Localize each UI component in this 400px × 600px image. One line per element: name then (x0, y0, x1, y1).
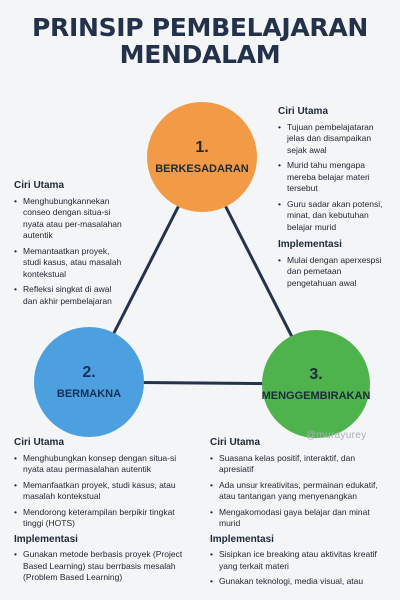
title-line-2: MENDALAM (119, 40, 281, 69)
list-item: Gunakan metode berbasis proyek (Project … (14, 549, 194, 584)
node-label: BERMAKNA (56, 388, 122, 400)
bullet-list: Mulai dengan aperxespsi dan pemetaan pen… (278, 255, 393, 290)
list-item: Memanfaatkan proyek, studi kasus, atau m… (14, 480, 194, 503)
section-heading: Ciri Utama (278, 106, 329, 117)
node-menggembirakan: 3. MENGGEMBIRAKAN (262, 330, 370, 438)
title-line-1: PRINSIP PEMBELAJARAN (32, 13, 368, 42)
node-label: MENGGEMBIRAKAN (261, 390, 371, 402)
section-heading: Ciri Utama (14, 437, 65, 448)
bullet-list: Menghubungkan konsep dengan situa-si nya… (14, 453, 194, 530)
section-heading: Ciri Utama (14, 180, 65, 191)
section-heading: Implementasi (14, 533, 78, 545)
berkesadaran-details: Ciri Utama Tujuan pembelajataran jelas d… (278, 106, 393, 293)
node-number: 3. (309, 366, 323, 383)
section-heading: Ciri Utama (210, 437, 261, 448)
section-heading: Implementasi (278, 239, 342, 250)
menggembirakan-details: Ciri Utama Suasana kelas positif, intera… (210, 437, 390, 592)
list-item: Suasana kelas positif, interaktif, dan a… (210, 453, 390, 476)
list-item: Tujuan pembelajataran jelas dan disampai… (278, 122, 393, 157)
list-item: Mulai dengan aperxespsi dan pemetaan pen… (278, 255, 393, 290)
bullet-list: Gunakan metode berbasis proyek (Project … (14, 549, 194, 584)
list-item: Sisipkan ice breaking atau aktivitas kre… (210, 549, 390, 572)
list-item: Menghubungkannekan conseo dengan situa-s… (14, 196, 122, 242)
list-item: Refleksi singkat di awal dan akhir pembe… (14, 284, 122, 307)
watermark: @murayurey (306, 430, 367, 441)
list-item: Mengakomodasi gaya belajar dan minat mur… (210, 507, 390, 530)
bermakna-details: Ciri Utama Menghubungkan konsep dengan s… (14, 437, 194, 588)
list-item: Gunakan teknologi, media visual, atau (210, 576, 390, 588)
node-number: 2. (82, 364, 96, 381)
list-item: Memantaatkan proyek, studi kasus, atau m… (14, 246, 122, 281)
node-number: 1. (195, 139, 209, 156)
node-label: BERKESADARAN (155, 163, 249, 175)
bullet-list: Tujuan pembelajataran jelas dan disampai… (278, 122, 393, 234)
bullet-list: Suasana kelas positif, interaktif, dan a… (210, 453, 390, 530)
bullet-list: Sisipkan ice breaking atau aktivitas kre… (210, 549, 390, 588)
section-heading: Implementasi (210, 533, 274, 545)
list-item: Menghubungkan konsep dengan situa-si nya… (14, 453, 194, 476)
list-item: Murid tahu mengapa mereba belajar materi… (278, 160, 393, 195)
bullet-list: Menghubungkannekan conseo dengan situa-s… (14, 196, 122, 308)
left-side-details: Ciri Utama Menghubungkannekan conseo den… (14, 180, 122, 311)
list-item: Guru sadar akan potensi, minat, dan kebu… (278, 199, 393, 234)
node-berkesadaran: 1. BERKESADARAN (147, 102, 257, 212)
list-item: Mendorong keterampilan berpikir tingkat … (14, 507, 194, 530)
list-item: Ada unsur kreativitas, permainan edukati… (210, 480, 390, 503)
node-bermakna: 2. BERMAKNA (34, 327, 144, 437)
page-title: PRINSIP PEMBELAJARAN MENDALAM (0, 14, 400, 68)
